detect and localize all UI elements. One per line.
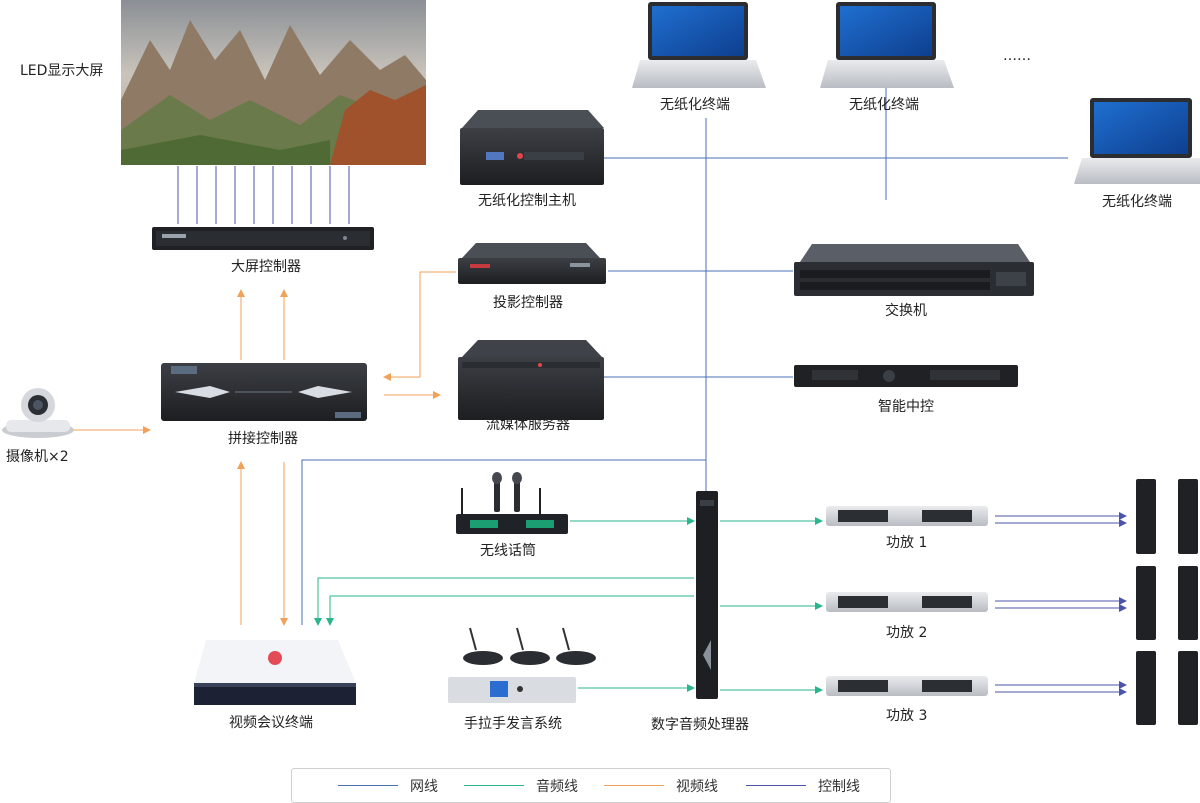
- video-conference-terminal-device: [194, 640, 356, 705]
- legend: 网线 音频线 视频线 控制线: [291, 768, 891, 803]
- splice-controller-label: 拼接控制器: [228, 431, 298, 447]
- amp-2-label: 功放 2: [886, 625, 928, 641]
- streaming-server-device: [458, 340, 604, 420]
- wireless-mic-device: [456, 472, 568, 534]
- paperless-terminal-3-label: 无纸化终端: [1102, 194, 1172, 210]
- led-screen-label: LED显示大屏: [20, 63, 104, 79]
- legend-swatch-control: [746, 785, 806, 786]
- audio-lines: [314, 517, 823, 694]
- amp-1-label: 功放 1: [886, 535, 928, 551]
- legend-label-network: 网线: [410, 779, 438, 795]
- speakers-row-3: [1136, 651, 1198, 725]
- legend-label-control: 控制线: [818, 779, 860, 795]
- paperless-terminal-2-device: [820, 2, 954, 88]
- legend-swatch-audio: [464, 785, 524, 786]
- amp-1-device: [826, 506, 988, 526]
- ellipsis-label: ……: [1003, 48, 1031, 64]
- amp-3-device: [826, 676, 988, 696]
- wireless-mic-label: 无线话筒: [480, 543, 536, 559]
- amp-2-device: [826, 592, 988, 612]
- video-conference-terminal-label: 视频会议终端: [229, 715, 313, 731]
- streaming-server-label: 流媒体服务器: [486, 417, 570, 433]
- legend-swatch-network: [338, 785, 398, 786]
- camera-label: 摄像机×2: [6, 449, 69, 465]
- camera-device: [2, 388, 74, 438]
- video-lines: [74, 271, 456, 626]
- hand-in-hand-system-label: 手拉手发言系统: [464, 716, 562, 732]
- switch-device: [794, 244, 1034, 296]
- paperless-host-label: 无纸化控制主机: [478, 193, 576, 209]
- central-control-device: [794, 365, 1018, 387]
- paperless-host-device: [460, 110, 604, 185]
- speaker-lines: [995, 512, 1127, 696]
- paperless-terminal-3-device: [1074, 98, 1200, 184]
- legend-label-audio: 音频线: [536, 779, 578, 795]
- amp-3-label: 功放 3: [886, 708, 928, 724]
- paperless-terminal-1-device: [632, 2, 766, 88]
- hand-in-hand-system-device: [448, 627, 596, 703]
- legend-label-video: 视频线: [676, 779, 718, 795]
- splice-controller-device: [161, 363, 367, 421]
- led-cables: [177, 166, 350, 224]
- central-control-label: 智能中控: [878, 399, 934, 415]
- paperless-terminal-1-label: 无纸化终端: [660, 97, 730, 113]
- projection-controller-device: [458, 243, 606, 284]
- speakers-row-1: [1136, 479, 1198, 554]
- legend-swatch-video: [604, 785, 664, 786]
- speakers-row-2: [1136, 566, 1198, 640]
- led-screen-image: [121, 0, 426, 165]
- switch-label: 交换机: [885, 303, 927, 319]
- network-lines: [301, 88, 1068, 625]
- screen-controller-label: 大屏控制器: [231, 259, 301, 275]
- paperless-terminal-2-label: 无纸化终端: [849, 97, 919, 113]
- projection-controller-label: 投影控制器: [493, 295, 563, 311]
- dsp-device: [696, 491, 718, 699]
- dsp-label: 数字音频处理器: [651, 717, 749, 733]
- screen-controller-device: [152, 227, 374, 250]
